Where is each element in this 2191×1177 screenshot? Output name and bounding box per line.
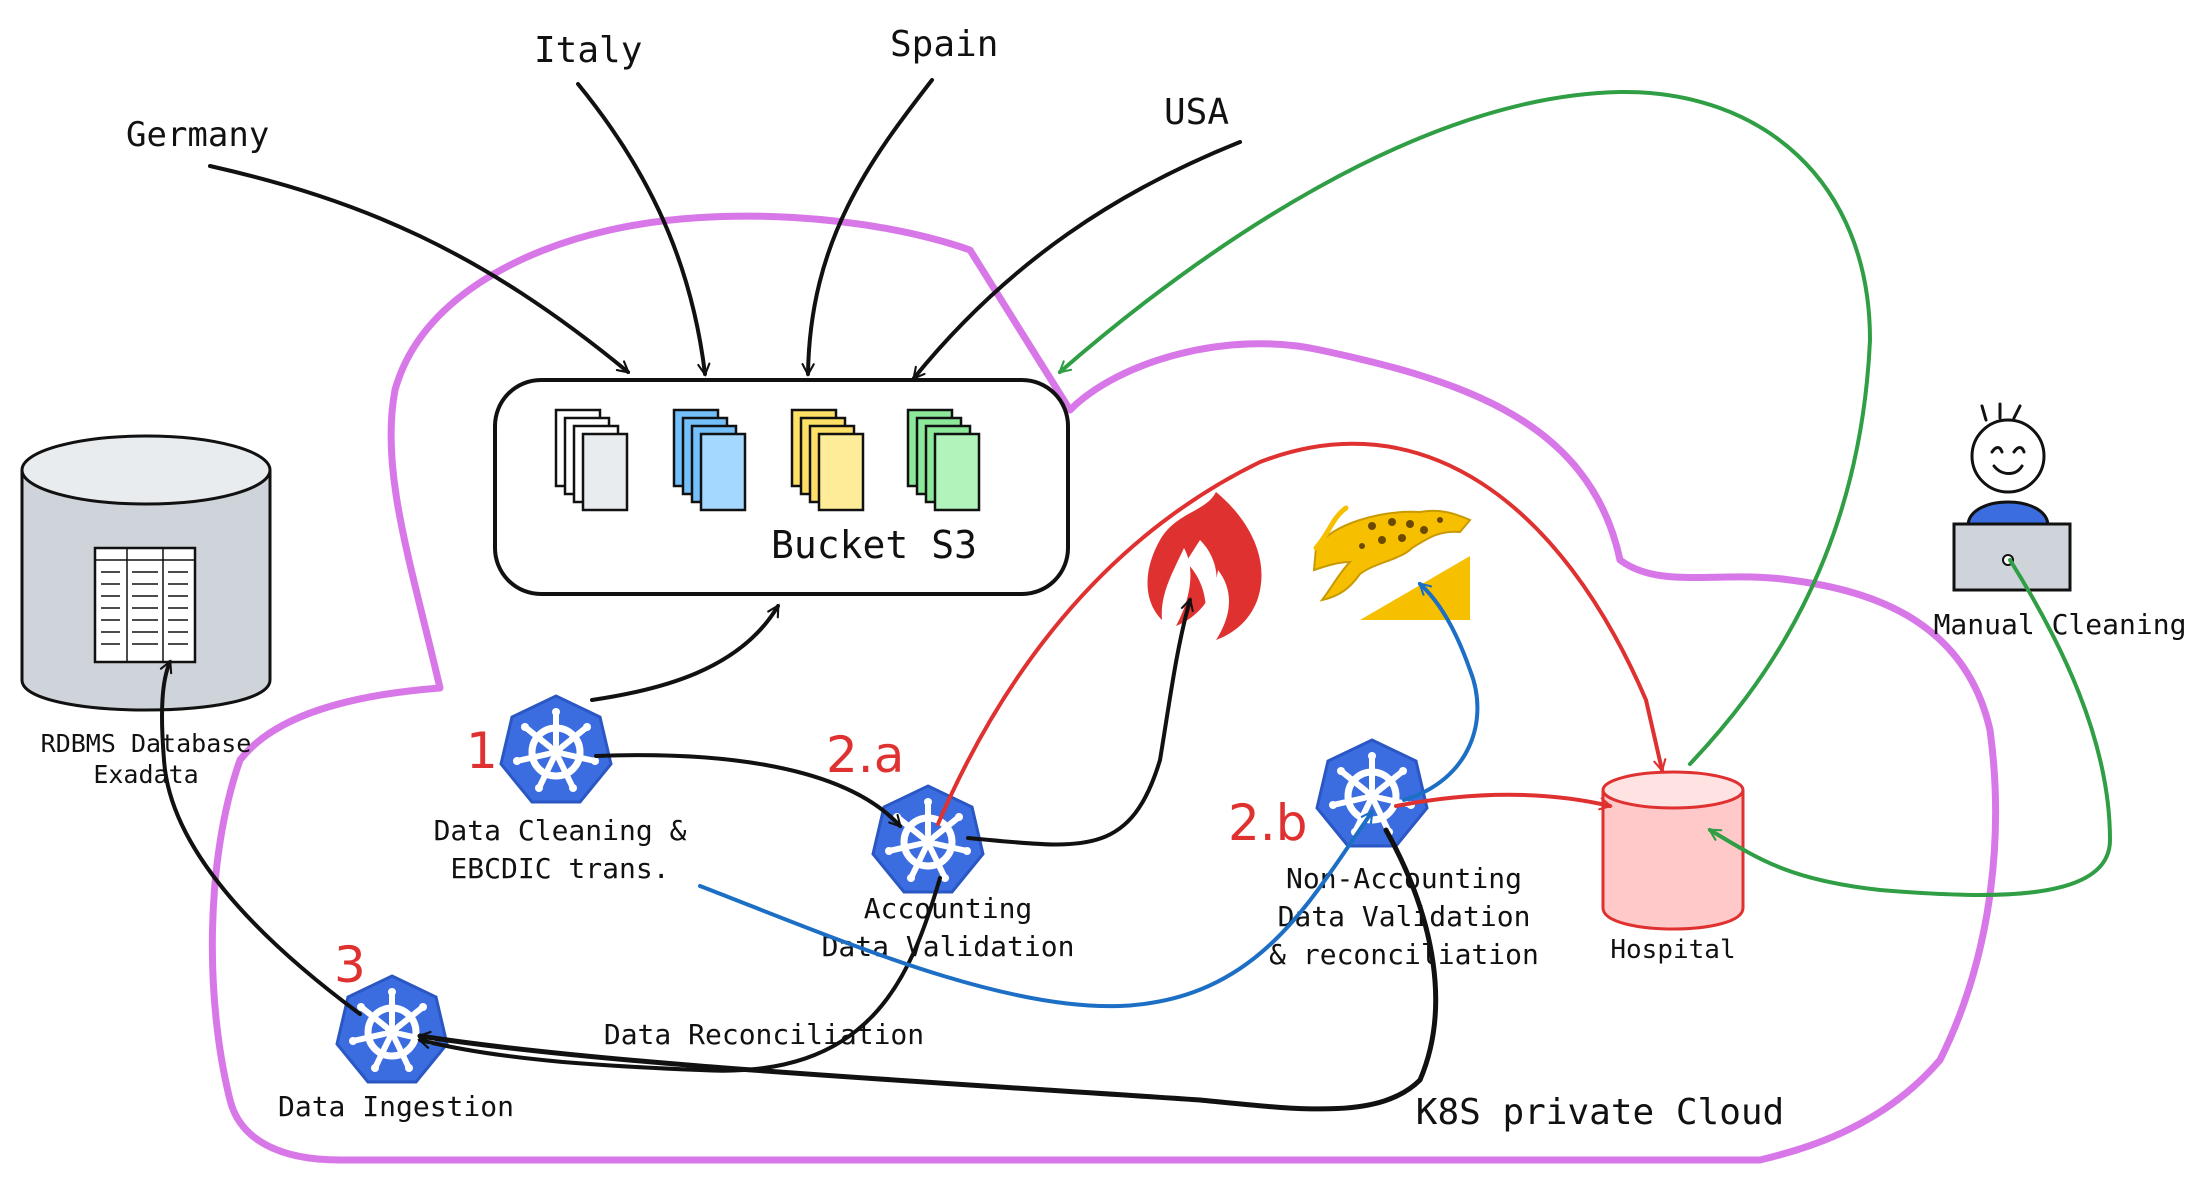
data-reconciliation-label: Data Reconciliation bbox=[604, 1018, 924, 1051]
bucket-s3-label: Bucket S3 bbox=[771, 523, 977, 567]
country-spain: Spain bbox=[890, 24, 998, 65]
k8s-private-cloud-label: K8S private Cloud bbox=[1416, 1092, 1784, 1133]
step-2a-label-line2: Data Validation bbox=[822, 930, 1075, 963]
arrow-step1-to-step2a bbox=[594, 753, 902, 826]
arrow-step3-to-database bbox=[162, 662, 362, 1016]
cheetah-icon bbox=[1312, 505, 1472, 620]
k8s-cloud-outline bbox=[208, 212, 2000, 1164]
arrow-step2a-to-hospital bbox=[936, 441, 1662, 826]
step-2b-label-line3: & reconciliation bbox=[1269, 938, 1539, 971]
arrow-spain-to-bucket bbox=[808, 78, 934, 374]
step-number-3: 3 bbox=[334, 936, 366, 994]
arrow-usa-to-bucket bbox=[912, 140, 1242, 378]
user-laptop-icon[interactable] bbox=[1952, 402, 2072, 592]
step-2b-label-line2: Data Validation bbox=[1278, 900, 1531, 933]
arrow-germany-to-bucket bbox=[208, 164, 628, 374]
spark-flame-icon bbox=[1147, 492, 1262, 640]
arrow-step2b-to-cheetah bbox=[1402, 582, 1480, 802]
arrow-step1-to-bucket bbox=[590, 606, 780, 702]
k8s-icon-step-2b[interactable] bbox=[1317, 740, 1427, 846]
file-stack-icon-green bbox=[906, 408, 981, 512]
step-1-label-line1: Data Cleaning & bbox=[434, 814, 687, 847]
step-number-1: 1 bbox=[466, 722, 498, 780]
arrow-manual-cleaning-to-hospital bbox=[1710, 558, 2112, 897]
step-number-2a: 2.a bbox=[826, 726, 904, 784]
hospital-label: Hospital bbox=[1610, 935, 1735, 965]
hospital-database-icon[interactable] bbox=[1601, 770, 1745, 931]
file-stack-icon-gray bbox=[554, 408, 629, 512]
arrow-hospital-to-bucket bbox=[1060, 89, 1872, 766]
step-1-label-line2: EBCDIC trans. bbox=[450, 852, 669, 885]
database-label-line1: RDBMS Database bbox=[41, 729, 252, 758]
arrow-step2a-to-spark bbox=[966, 600, 1190, 847]
manual-cleaning-label: Manual Cleaning bbox=[1934, 608, 2187, 641]
file-stack-icon-yellow bbox=[790, 408, 865, 512]
database-label-line2: Exadata bbox=[93, 760, 198, 789]
country-germany: Germany bbox=[126, 115, 269, 155]
arrow-step1-to-step2b bbox=[698, 812, 1374, 1009]
step-number-2b: 2.b bbox=[1228, 794, 1307, 852]
file-stack-icon-blue bbox=[672, 408, 747, 512]
arrow-step2b-to-hospital bbox=[1394, 792, 1610, 806]
k8s-icon-step-1[interactable] bbox=[501, 696, 611, 802]
rdbms-database-icon bbox=[20, 434, 272, 712]
arrow-italy-to-bucket bbox=[576, 82, 705, 374]
step-2a-label-line1: Accounting bbox=[864, 892, 1033, 925]
country-italy: Italy bbox=[534, 30, 642, 71]
country-usa: USA bbox=[1164, 92, 1229, 133]
step-3-label: Data Ingestion bbox=[278, 1090, 514, 1123]
arrow-step2b-to-step3 bbox=[420, 827, 1439, 1112]
